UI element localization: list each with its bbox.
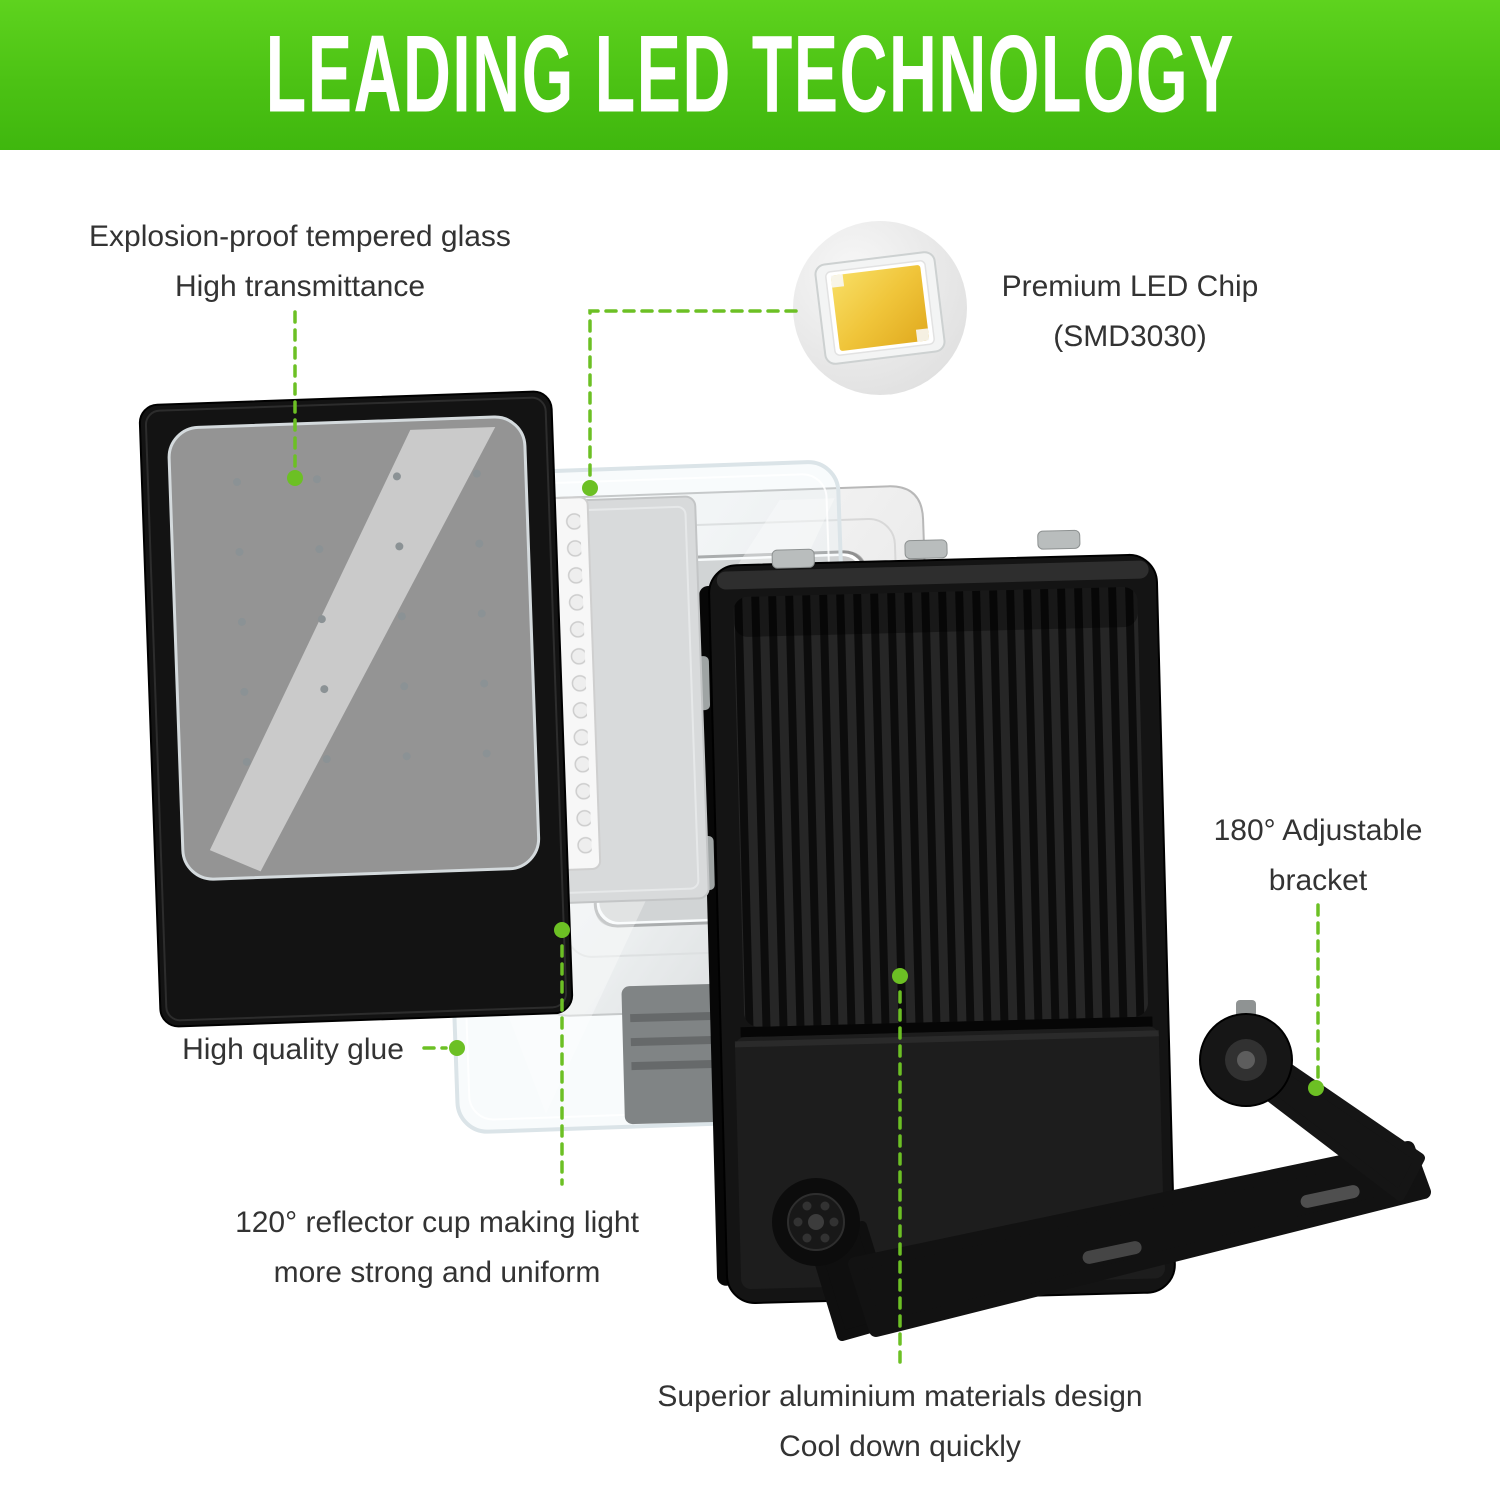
- heatsink-fins: [733, 587, 1148, 1027]
- marker-glass-dot: [287, 470, 303, 486]
- callout-glue-label: High quality glue: [162, 1025, 424, 1075]
- callout-glue-line1: High quality glue: [182, 1033, 404, 1066]
- marker-aluminium-dot: [892, 968, 908, 984]
- callout-reflector-line1: 120° reflector cup making light: [235, 1206, 639, 1239]
- callout-aluminium-line1: Superior aluminium materials design: [657, 1380, 1143, 1413]
- glass-screws: [233, 469, 491, 766]
- callout-reflector-label: 120° reflector cup making light more str…: [207, 1198, 667, 1298]
- callout-glass-label: Explosion-proof tempered glass High tran…: [60, 212, 540, 312]
- marker-bracket-dot: [1308, 1080, 1324, 1096]
- marker-chip-dot: [582, 480, 598, 496]
- leader-lines: [293, 309, 1320, 1366]
- callout-bracket-label: 180° Adjustable bracket: [1168, 806, 1468, 906]
- leader-chip-line: [588, 309, 798, 480]
- hinge-clip: [771, 548, 815, 569]
- marker-glue-dot: [449, 1040, 465, 1056]
- hinge-clip: [1037, 529, 1081, 550]
- header-banner: LEADING LED TECHNOLOGY: [0, 0, 1500, 150]
- callout-glass-line1: Explosion-proof tempered glass: [89, 220, 511, 253]
- hinge-clip: [904, 539, 948, 560]
- tempered-glass-panel: [138, 390, 574, 1028]
- callout-reflector-line2: more strong and uniform: [273, 1256, 601, 1289]
- page-title: LEADING LED TECHNOLOGY: [265, 13, 1235, 136]
- callout-bracket-line1: 180° Adjustable: [1213, 814, 1423, 847]
- callout-bracket-line2: bracket: [1268, 864, 1368, 897]
- callout-chip-line2: (SMD3030): [1053, 320, 1207, 353]
- callout-chip-label: Premium LED Chip (SMD3030): [975, 262, 1285, 362]
- callout-chip-line1: Premium LED Chip: [1001, 270, 1259, 303]
- callout-aluminium-label: Superior aluminium materials design Cool…: [640, 1372, 1160, 1472]
- led-chip-icon: [793, 221, 967, 395]
- marker-dots: [287, 470, 1324, 1096]
- callout-aluminium-line2: Cool down quickly: [779, 1430, 1021, 1463]
- callout-glass-line2: High transmittance: [174, 270, 426, 303]
- mounting-bracket: [772, 1000, 1431, 1341]
- marker-reflector-dot: [554, 922, 570, 938]
